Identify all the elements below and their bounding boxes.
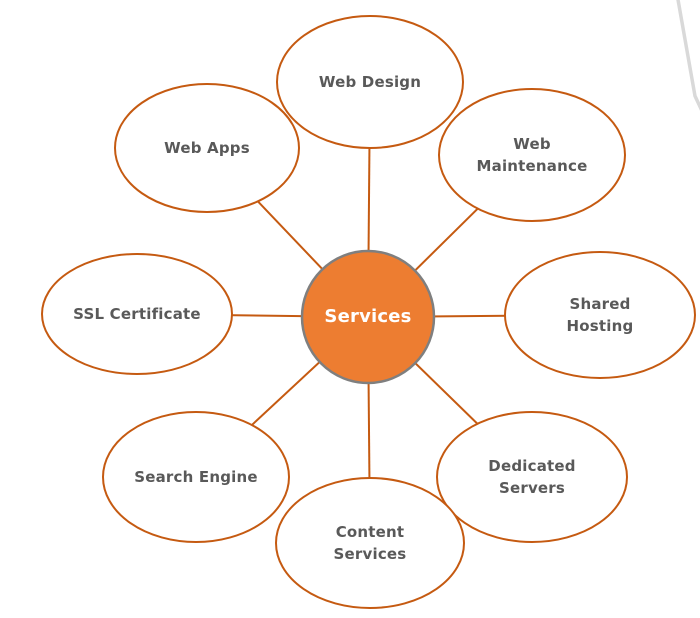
node-web-maintenance-label: Web Maintenance: [476, 135, 588, 175]
node-ssl-certificate-ellipse: [41, 253, 233, 375]
corner-decoration-line: [676, 0, 700, 111]
node-ssl-certificate-label: SSL Certificate: [73, 305, 201, 323]
node-search-engine-label: Search Engine: [134, 468, 258, 486]
node-search-engine-ellipse: [102, 411, 290, 543]
node-content-services-ellipse: [275, 477, 465, 609]
node-dedicated-servers-label: Dedicated Servers: [488, 457, 576, 497]
node-web-design-label: Web Design: [318, 73, 422, 91]
center-services-circle: [300, 249, 436, 385]
node-dedicated-servers-ellipse: [436, 411, 628, 543]
center-services-label: Services: [324, 306, 412, 327]
node-web-design-ellipse: [276, 15, 464, 149]
node-web-apps-ellipse: [114, 83, 300, 213]
node-web-apps-label: Web Apps: [164, 139, 250, 157]
node-shared-hosting-ellipse: [504, 251, 696, 379]
node-content-services-label: Content Services: [333, 523, 407, 563]
node-web-maintenance-ellipse: [438, 88, 626, 222]
node-shared-hosting-label: Shared Hosting: [566, 295, 634, 335]
